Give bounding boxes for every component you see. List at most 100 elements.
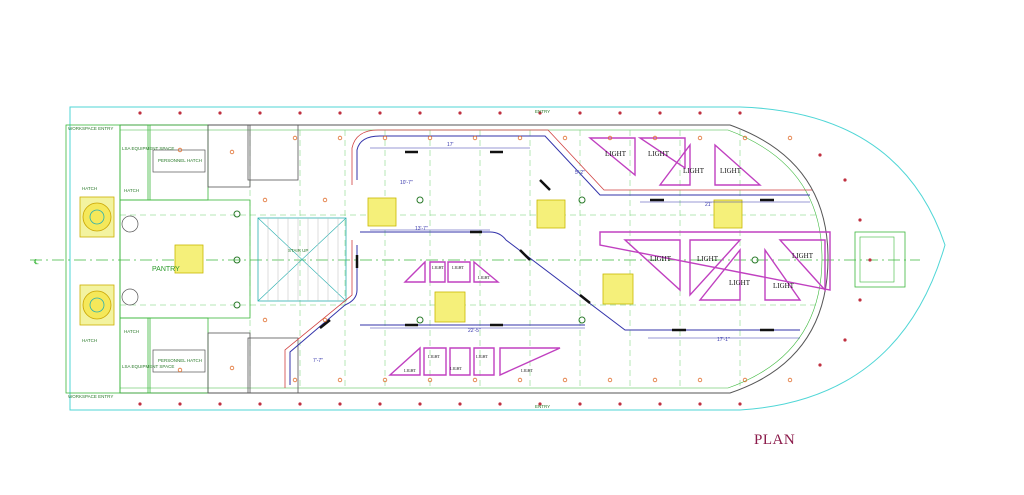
ring-marker <box>427 135 433 141</box>
hull-dot <box>298 111 302 115</box>
hatch-label-3: HATCH <box>124 329 139 334</box>
hull-dot <box>418 111 422 115</box>
railing-red <box>284 129 812 388</box>
ring-marker <box>177 367 183 373</box>
light-label: LIGHT <box>404 368 417 373</box>
dim-label: 7'-7" <box>313 358 323 364</box>
light-panels <box>388 137 831 377</box>
hull-dot <box>138 111 142 115</box>
room-labels: WORKSPACE ENTRY WORKSPACE ENTRY LSA EQUI… <box>68 109 550 409</box>
hull-dot <box>618 111 622 115</box>
deck-inner-outline <box>119 129 823 389</box>
hull-dot <box>658 402 662 406</box>
ring-marker <box>382 135 388 141</box>
hull-dot <box>178 111 182 115</box>
hull-dot <box>818 153 822 157</box>
hull-dot <box>458 402 462 406</box>
pantry-label: PANTRY <box>152 266 180 273</box>
workspace-entry-top-label: WORKSPACE ENTRY <box>68 126 113 131</box>
ring-marker <box>322 317 328 323</box>
light-label: LIGHT <box>650 255 672 263</box>
entry-top-label: ENTRY <box>535 109 550 114</box>
railing <box>289 135 810 385</box>
personnel-hatch-bottom-label: PERSONNEL HATCH <box>158 358 202 363</box>
hull-dot <box>338 402 342 406</box>
light-label: LIGHT <box>773 282 795 290</box>
ring-marker <box>562 377 568 383</box>
ring-marker <box>177 147 183 153</box>
ring-marker <box>697 377 703 383</box>
light-label: LIGHT <box>729 279 751 287</box>
ring-marker <box>787 377 793 383</box>
light-label: LIGHT <box>605 150 627 158</box>
hull-dot <box>658 111 662 115</box>
light-label: LIGHT <box>697 255 719 263</box>
ring-marker <box>322 197 328 203</box>
hull-dot <box>578 111 582 115</box>
dim-label: 13'-7" <box>415 226 428 232</box>
hull-outline <box>69 106 946 411</box>
ring-marker <box>262 197 268 203</box>
hull-dot <box>458 111 462 115</box>
hull-dot <box>698 402 702 406</box>
ring-marker <box>607 135 613 141</box>
centerline-mark: ℄ <box>33 259 39 266</box>
hull-dot <box>843 338 847 342</box>
hull-dot <box>378 111 382 115</box>
hatch-label-4: HATCH <box>82 338 97 343</box>
dim-label: 10'-7" <box>400 180 413 186</box>
aft-compartments <box>119 124 299 394</box>
hull-dot <box>378 402 382 406</box>
markers <box>138 111 872 406</box>
deck-outline <box>119 124 829 394</box>
hull-dot <box>578 402 582 406</box>
ring-marker <box>517 377 523 383</box>
ring-marker <box>292 135 298 141</box>
ring-marker <box>607 377 613 383</box>
green-rings <box>233 196 759 324</box>
hull-dot <box>868 258 872 262</box>
dim-label: 17' <box>447 142 454 148</box>
dim-label: 21' <box>705 202 712 208</box>
ring-marker <box>562 135 568 141</box>
ring-marker <box>652 377 658 383</box>
hull-dot <box>858 298 862 302</box>
hull-dot <box>858 218 862 222</box>
ring-marker <box>517 135 523 141</box>
entry-bottom-label: ENTRY <box>535 404 550 409</box>
hull-dot <box>538 111 542 115</box>
hull-dot <box>218 402 222 406</box>
dim-label: 22'-5" <box>468 328 481 334</box>
light-label: LIGHT <box>720 167 742 175</box>
hull-dot <box>418 402 422 406</box>
yellow-light-fixtures <box>174 197 743 323</box>
aft-platform <box>65 124 121 394</box>
ring-marker <box>742 377 748 383</box>
ring-marker <box>229 149 235 155</box>
workspace-entry-bottom-label: WORKSPACE ENTRY <box>68 394 113 399</box>
hull-dot <box>498 402 502 406</box>
stair-label: STAIR UP <box>288 248 308 253</box>
ring-marker <box>382 377 388 383</box>
hull-dot <box>178 402 182 406</box>
ring-marker <box>292 377 298 383</box>
lsa-bottom-label: LSA EQUIPMENT SPACE <box>122 364 174 369</box>
dimension-lines <box>370 147 810 339</box>
ring-marker <box>427 377 433 383</box>
dim-label: 17'-1" <box>717 337 730 343</box>
light-label: LIGHT <box>792 252 814 260</box>
hull-dot <box>298 402 302 406</box>
light-label: LIGHT <box>478 275 491 280</box>
bow-hatch <box>859 236 895 283</box>
light-label: LIGHT <box>428 354 441 359</box>
dim-label: 5'-2" <box>575 170 585 176</box>
ring-marker <box>262 317 268 323</box>
personnel-hatch-top-label: PERSONNEL HATCH <box>158 158 202 163</box>
personnel-hatch-top <box>152 149 206 173</box>
hatch-label-1: HATCH <box>82 186 97 191</box>
light-label: LIGHT <box>648 150 670 158</box>
hull-dot <box>138 402 142 406</box>
hull-dot <box>218 111 222 115</box>
ring-marker <box>229 365 235 371</box>
